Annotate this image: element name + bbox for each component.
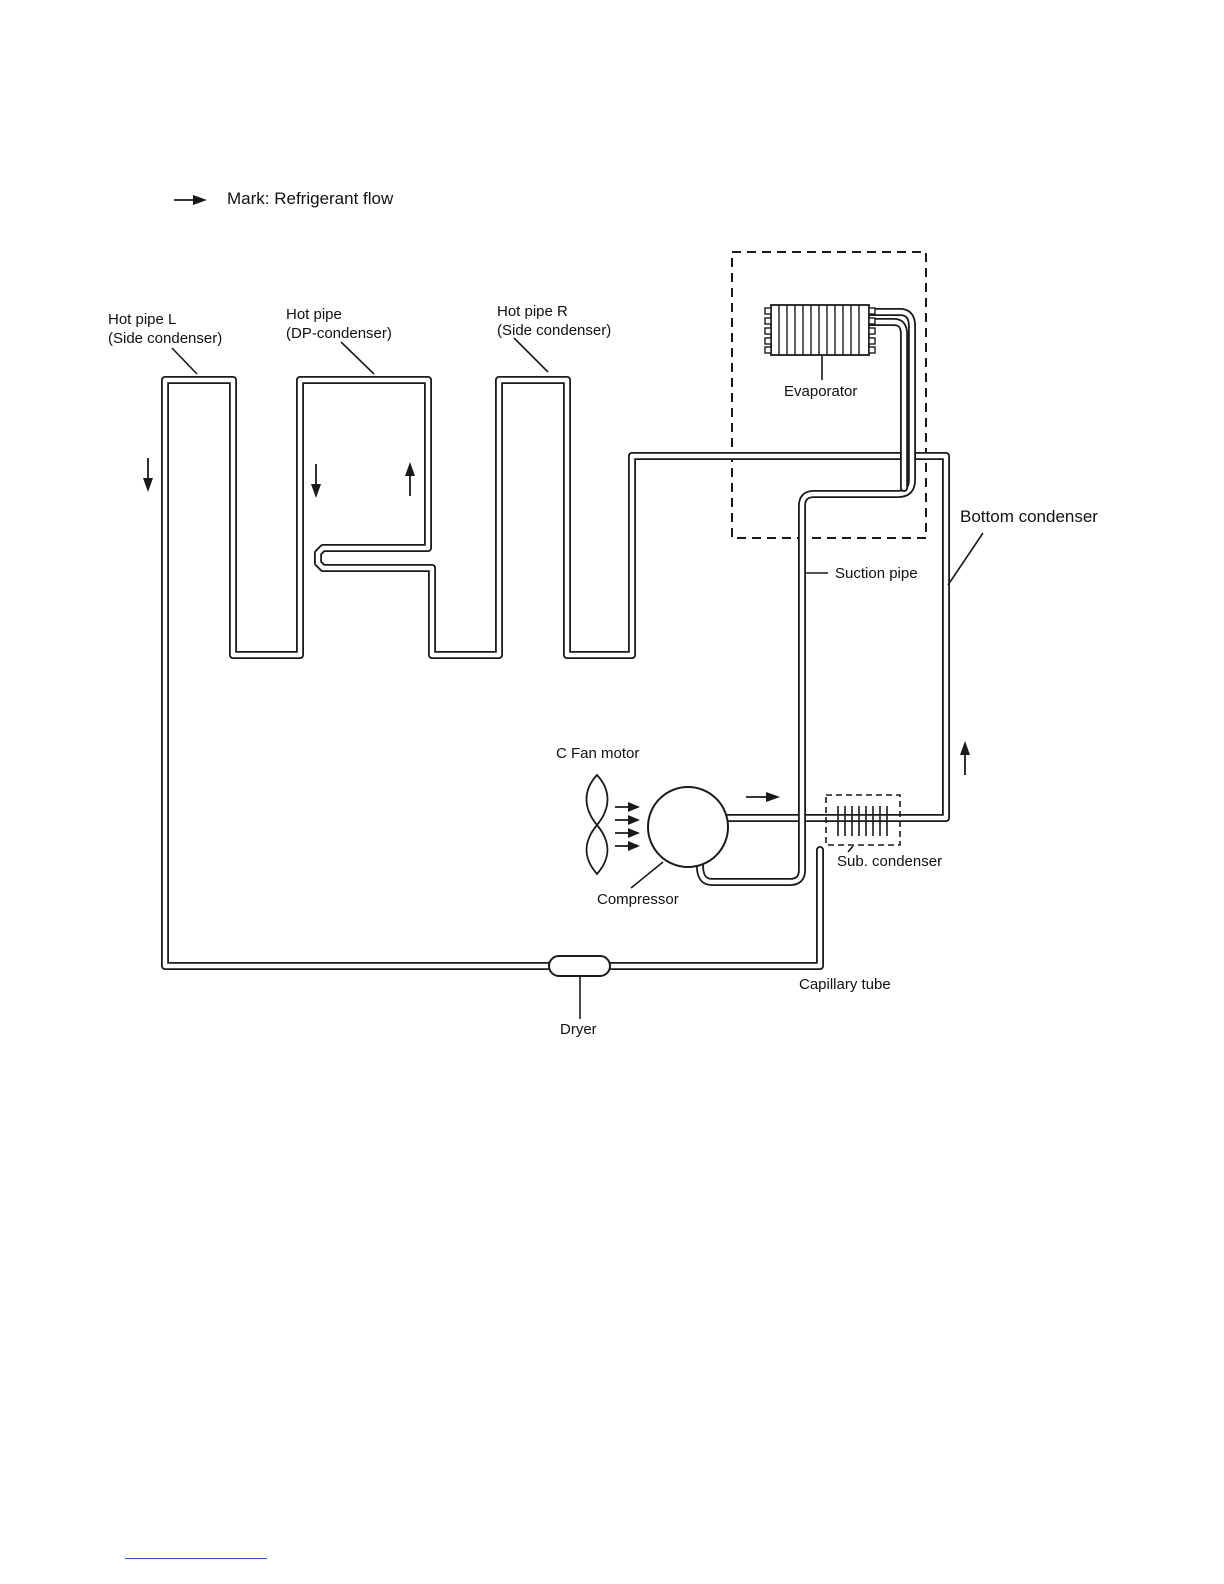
label-hot-pipe-r-line1: Hot pipe R: [497, 303, 568, 320]
label-bottom-condenser: Bottom condenser: [960, 507, 1098, 526]
label-dryer: Dryer: [560, 1021, 597, 1038]
flow-arrow-icon: [746, 792, 780, 802]
dryer-icon: [549, 956, 610, 976]
label-suction-pipe: Suction pipe: [835, 565, 918, 582]
fan-airflow-arrows: [615, 802, 640, 851]
label-sub-condenser: Sub. condenser: [837, 853, 942, 870]
label-c-fan-motor: C Fan motor: [556, 745, 639, 762]
flow-arrow-icon: [143, 458, 153, 492]
fan-icon: [587, 775, 608, 874]
flow-arrow-icon: [960, 741, 970, 775]
compressor-icon: [648, 787, 728, 867]
label-hot-pipe-l-line2: (Side condenser): [108, 330, 222, 347]
evaporator-coil-icon: [765, 305, 875, 355]
label-hot-pipe-dp-line1: Hot pipe: [286, 306, 342, 323]
leader-lines: [172, 338, 983, 1019]
legend-text: Mark: Refrigerant flow: [227, 189, 394, 208]
legend: Mark: Refrigerant flow: [174, 189, 394, 208]
label-compressor: Compressor: [597, 891, 679, 908]
label-hot-pipe-l-line1: Hot pipe L: [108, 311, 176, 328]
flow-arrow-icon: [405, 462, 415, 496]
label-capillary-tube: Capillary tube: [799, 976, 891, 993]
legend-arrow-head-icon: [193, 195, 207, 205]
refrigerant-pipe: [165, 312, 946, 966]
footer-rule: [125, 1558, 267, 1559]
label-evaporator: Evaporator: [784, 383, 857, 400]
flow-arrow-icon: [311, 464, 321, 498]
label-hot-pipe-dp-line2: (DP-condenser): [286, 325, 392, 342]
label-hot-pipe-r-line2: (Side condenser): [497, 322, 611, 339]
